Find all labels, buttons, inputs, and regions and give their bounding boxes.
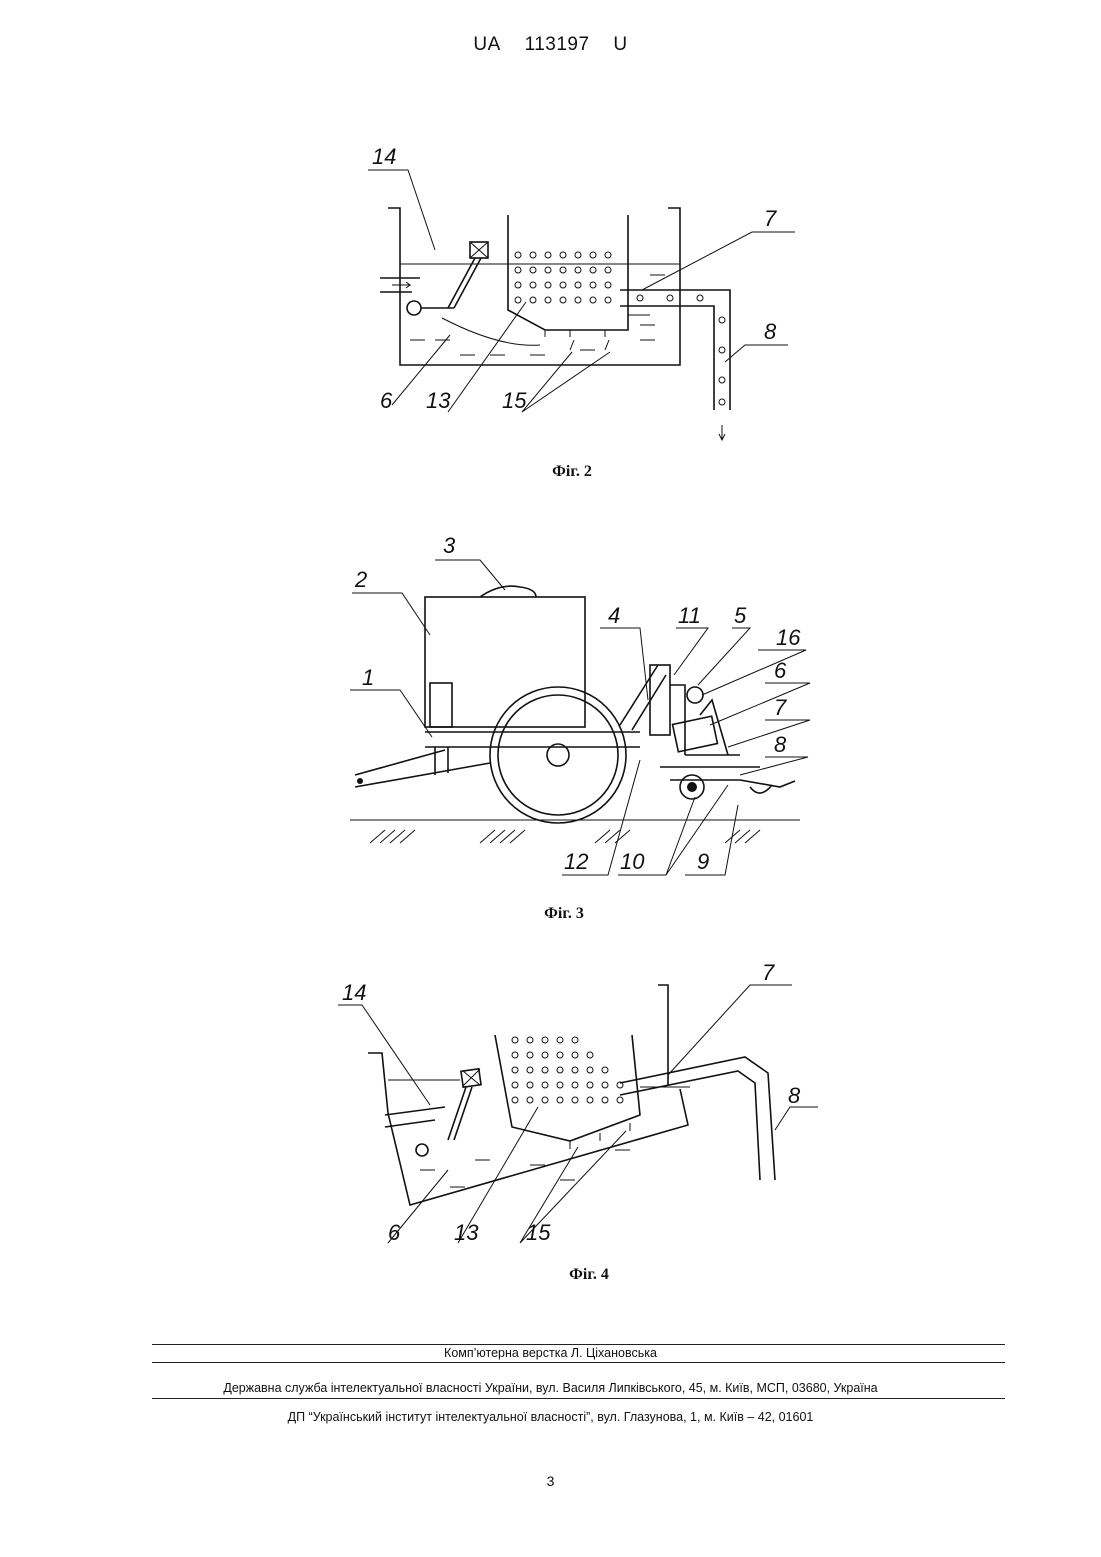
fig2-label-7: 7 (764, 206, 777, 231)
footer-institute: ДП “Український інститут інтелектуальної… (0, 1410, 1101, 1424)
figure-3-caption: Фіг. 3 (464, 905, 664, 923)
figure-4-caption: Фіг. 4 (489, 1266, 689, 1284)
fig3-label-5: 5 (734, 603, 747, 628)
figure-3-drawing: 3 2 1 4 11 5 16 6 7 8 12 10 9 (340, 525, 820, 885)
figure-2: 14 7 8 6 13 15 (350, 140, 800, 460)
fig4-label-14: 14 (342, 980, 366, 1005)
patent-number: 113197 (525, 34, 590, 55)
fig4-label-13: 13 (454, 1220, 479, 1245)
figure-3: 3 2 1 4 11 5 16 6 7 8 12 10 9 (340, 525, 820, 885)
fig4-label-6: 6 (388, 1220, 401, 1245)
footer-rule-top (152, 1344, 1005, 1345)
fig2-label-14: 14 (372, 144, 396, 169)
footer-agency: Державна служба інтелектуальної власност… (0, 1381, 1101, 1395)
fig3-label-11: 11 (678, 603, 701, 628)
fig3-label-10: 10 (620, 849, 645, 874)
fig3-label-9: 9 (697, 849, 709, 874)
page-number: 3 (0, 1473, 1101, 1489)
figure-2-caption: Фіг. 2 (472, 463, 672, 481)
fig2-label-15: 15 (502, 388, 527, 413)
fig2-label-6: 6 (380, 388, 393, 413)
fig3-label-4: 4 (608, 603, 620, 628)
footer-rule-middle (152, 1362, 1005, 1363)
patent-header: UA 113197 U (0, 34, 1101, 56)
fig3-label-2: 2 (354, 567, 367, 592)
patent-kind: U (613, 34, 627, 55)
footer-rule-bottom (152, 1398, 1005, 1399)
figure-4: 14 7 8 6 13 15 (330, 965, 830, 1255)
fig3-label-6: 6 (774, 658, 787, 683)
fig3-label-12: 12 (564, 849, 588, 874)
fig4-label-15: 15 (526, 1220, 551, 1245)
footer-layout-credit: Комп’ютерна верстка Л. Ціхановська (0, 1346, 1101, 1360)
figure-2-drawing: 14 7 8 6 13 15 (350, 140, 800, 460)
fig2-label-13: 13 (426, 388, 451, 413)
fig2-label-8: 8 (764, 319, 777, 344)
fig4-label-7: 7 (762, 960, 775, 985)
fig4-label-8: 8 (788, 1083, 801, 1108)
fig3-label-1: 1 (362, 665, 374, 690)
fig3-label-16: 16 (776, 625, 801, 650)
country-code: UA (473, 34, 500, 55)
fig3-label-3: 3 (443, 533, 456, 558)
basket-perforations (515, 252, 611, 303)
figure-4-drawing: 14 7 8 6 13 15 (330, 965, 830, 1255)
basket-perforations (512, 1037, 623, 1103)
fig3-label-7: 7 (774, 695, 787, 720)
fig3-label-8: 8 (774, 732, 787, 757)
